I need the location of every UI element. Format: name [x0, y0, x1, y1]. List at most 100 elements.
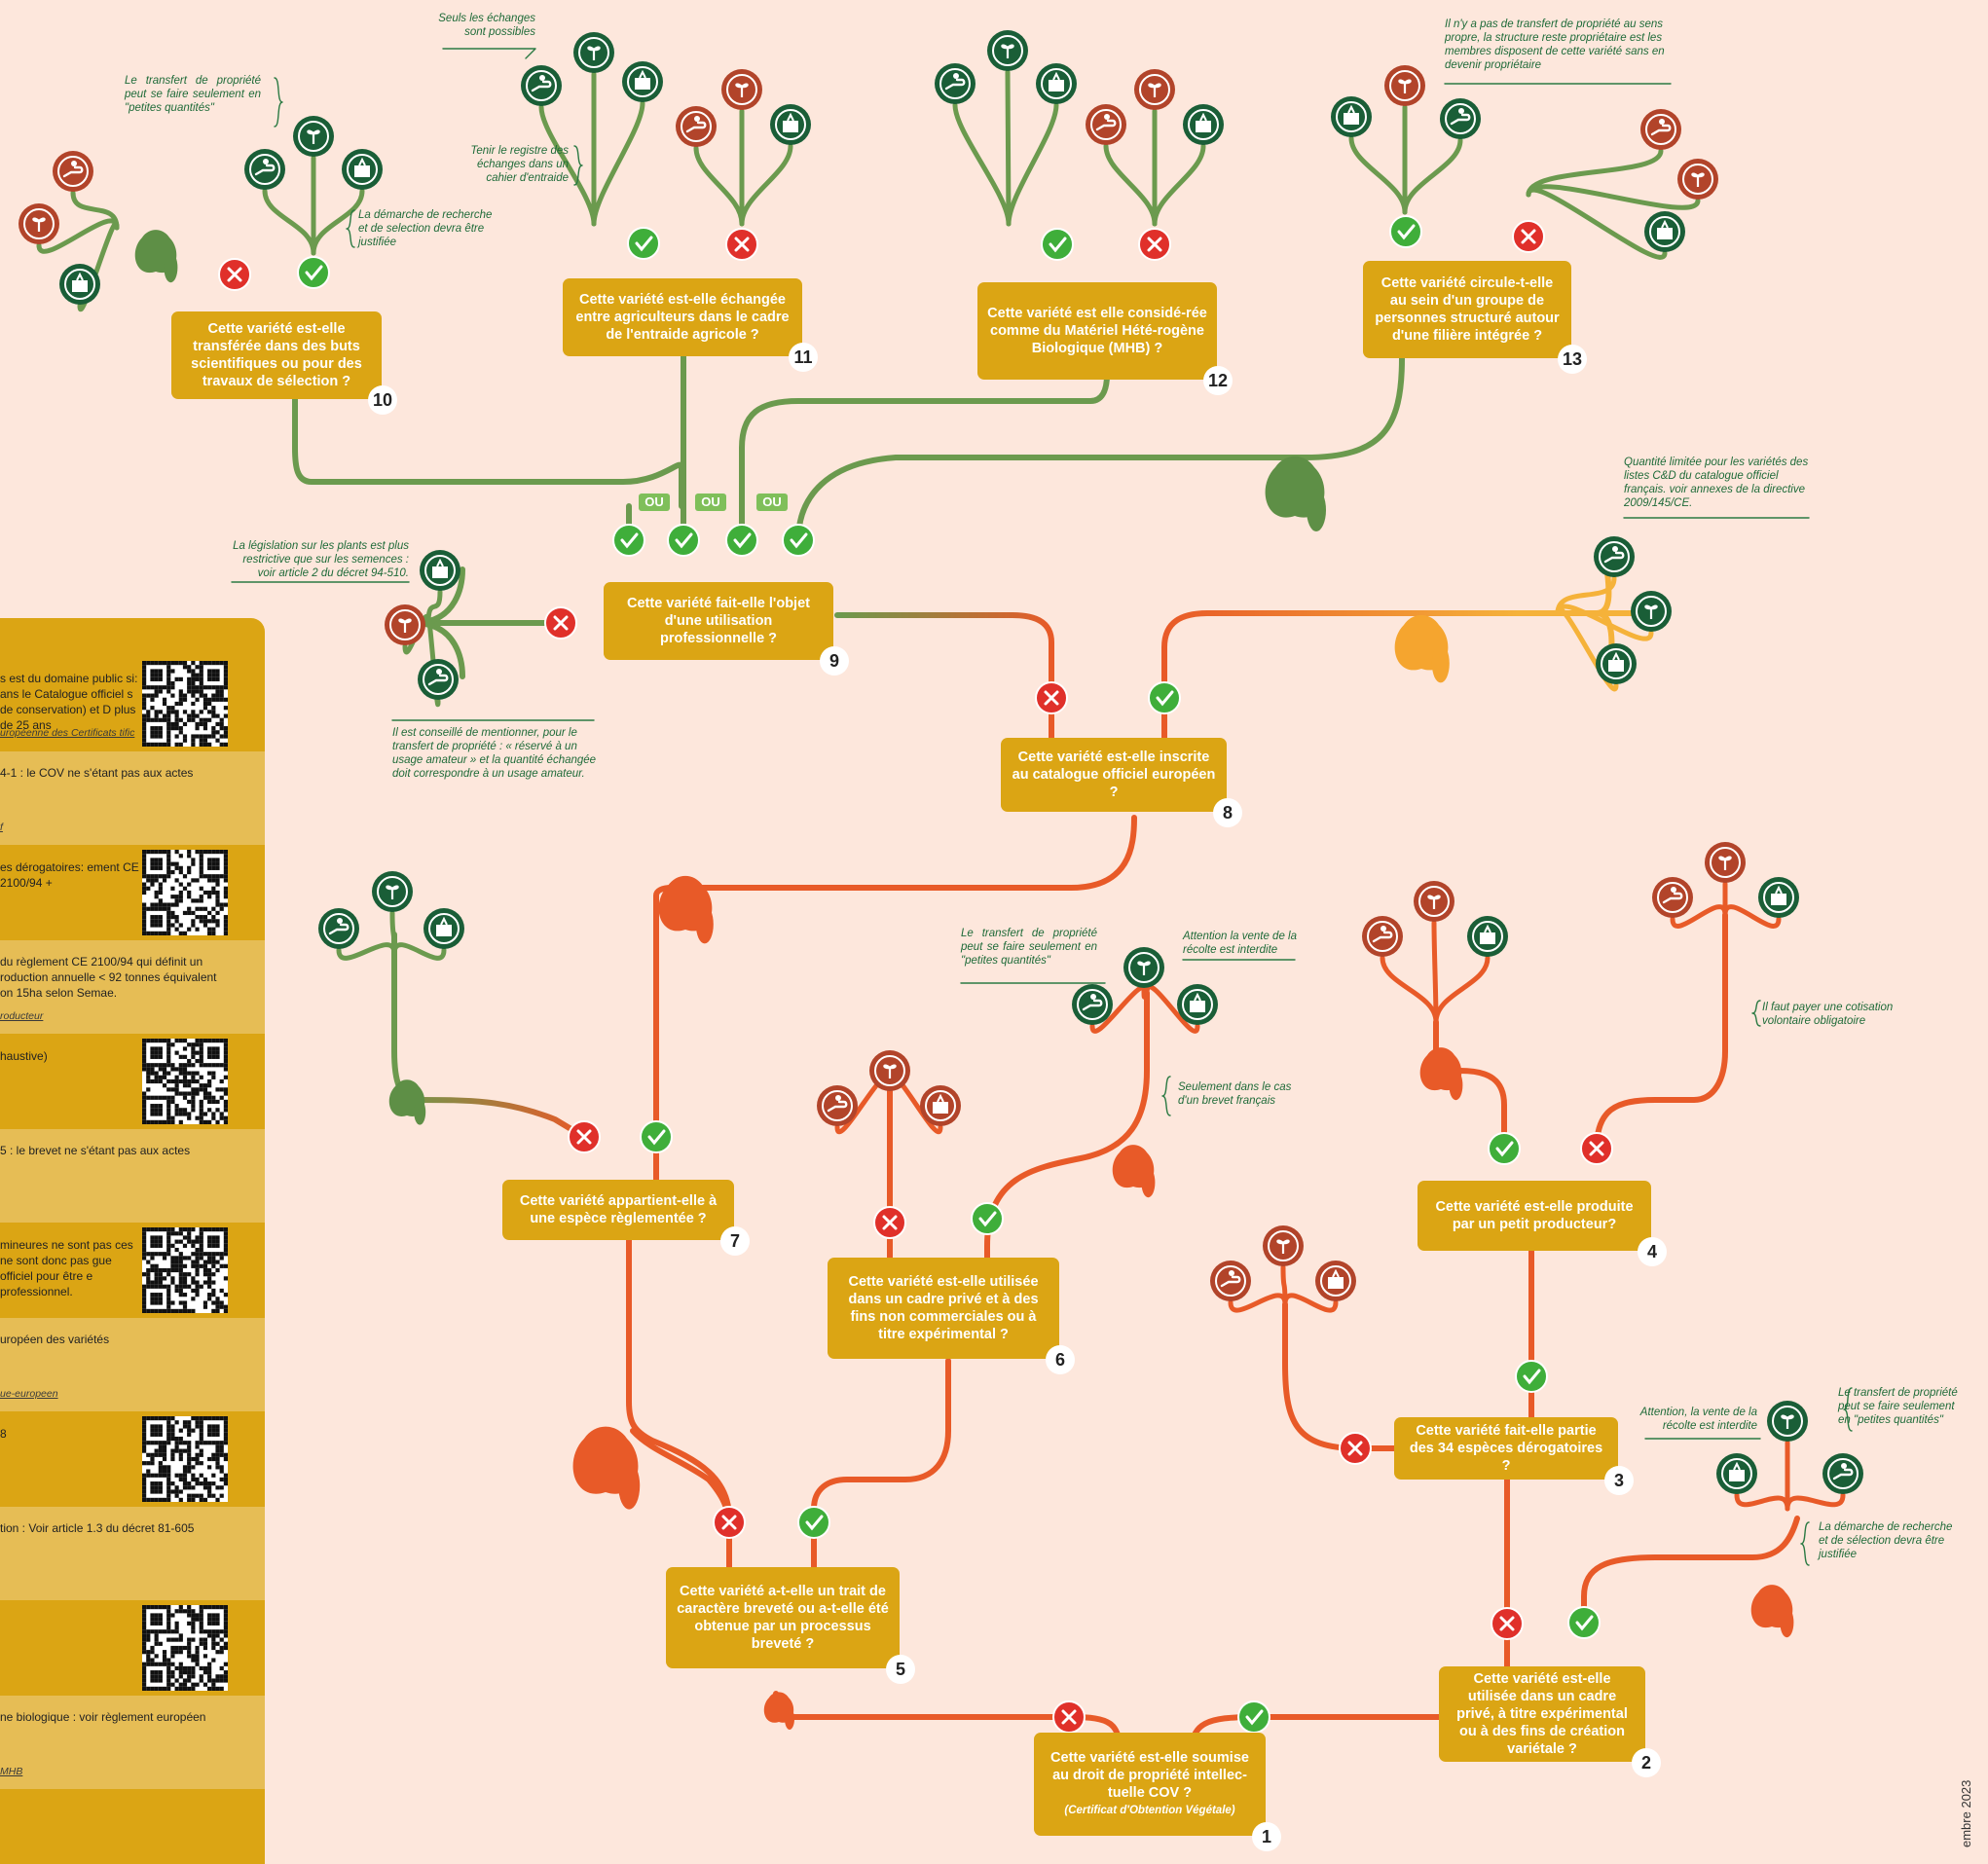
link-q9-q12 [739, 372, 1110, 543]
check-icon [1515, 1360, 1548, 1393]
tree-q13-yes-branch [1348, 135, 1408, 215]
cross-icon [725, 228, 758, 261]
question-box-8: Cette variété est-elle inscrite au catal… [1001, 738, 1242, 827]
tree-q11-no-branch [693, 145, 745, 227]
tree-q10-no-branch [36, 218, 120, 254]
give-hand-icon [1640, 109, 1681, 150]
question-text: Cette variété fait-elle partie des 34 es… [1409, 1423, 1603, 1474]
box-icon [1644, 211, 1685, 252]
qr-code[interactable] [142, 1605, 228, 1691]
tree-q11-no-branch [739, 143, 793, 227]
note-research-justified-10: La démarche de recherche et de selection… [358, 209, 493, 248]
question-box-3: Cette variété fait-elle partie des 34 es… [1394, 1417, 1634, 1495]
question-text: Cette variété est-elle soumise au droit … [1050, 1750, 1249, 1801]
reference-row: mineures ne sont pas ces ne sont donc pa… [0, 1224, 265, 1317]
reference-text: 5 : le brevet ne s'étant pas aux actes [0, 1144, 191, 1157]
box-icon [1758, 877, 1799, 918]
tree-q3-no-branch [1282, 1293, 1339, 1313]
question-number: 2 [1632, 1748, 1661, 1777]
qr-code[interactable] [142, 661, 228, 747]
reference-link[interactable]: uropéenne des Certificats tific [0, 727, 135, 739]
reference-row: 4-1 : le COV ne s'étant pas aux actes f [0, 751, 265, 845]
note-french-patent: Seulement dans le cas d'un brevet frança… [1178, 1081, 1292, 1107]
tree-q12-yes-branch [952, 102, 1012, 227]
squash-decoration [763, 1692, 794, 1730]
give-hand-icon [53, 151, 93, 192]
box-icon [1467, 916, 1508, 957]
seedling-icon [1677, 159, 1718, 200]
tree-q10-yes-branch [311, 188, 365, 256]
seedling-icon [1134, 69, 1175, 110]
question-text: Cette variété est-elle utilisée dans un … [1456, 1671, 1628, 1757]
qr-code[interactable] [142, 850, 228, 935]
seedling-icon [293, 116, 334, 157]
tree-q6-yes-branch [1144, 984, 1200, 1034]
reference-row: 5 : le brevet ne s'étant pas aux actes [0, 1129, 265, 1223]
seedling-icon [1705, 842, 1746, 883]
question-number: 6 [1046, 1345, 1075, 1374]
question-subtext: (Certificat d'Obtention Végétale) [1064, 1805, 1235, 1816]
tree-q4-yes-branch [1433, 955, 1491, 1025]
cross-icon [1512, 220, 1545, 253]
reference-link[interactable]: f [0, 822, 3, 833]
seedling-icon [1384, 65, 1425, 106]
seedling-icon [1123, 947, 1164, 988]
squash-decoration [1750, 1585, 1794, 1638]
reference-link[interactable]: MHB [0, 1766, 23, 1777]
box-icon [1331, 96, 1372, 137]
question-box-5: Cette variété a-t-elle un trait de carac… [666, 1567, 915, 1684]
squash-decoration [388, 1079, 426, 1125]
question-number: 10 [368, 385, 397, 415]
question-number: 3 [1604, 1466, 1634, 1495]
qr-code[interactable] [142, 1039, 228, 1124]
ou-label-2: OU [695, 493, 726, 511]
link-q7-no [391, 932, 587, 1140]
squash-decoration [1394, 614, 1450, 683]
question-box-6: Cette variété est-elle utilisée dans un … [828, 1258, 1075, 1374]
seedling-icon [1767, 1401, 1808, 1442]
tree-q12-yes-branch [1005, 69, 1012, 227]
note-harvest-sale-6: Attention la vente de la récolte est int… [1183, 931, 1297, 956]
squash-decoration [572, 1426, 641, 1510]
question-text: Cette variété est-elle transférée dans d… [191, 321, 362, 389]
tree-q13-yes-branch [1402, 137, 1463, 215]
tree-q2-yes-branch [1734, 1492, 1790, 1512]
cross-icon [873, 1206, 906, 1239]
question-text: Cette variété est-elle inscrite au catal… [1012, 749, 1216, 800]
reference-link[interactable]: ue-europeen [0, 1388, 58, 1400]
check-icon [1389, 215, 1422, 248]
reference-text: 8 [0, 1427, 7, 1441]
check-icon [627, 227, 660, 260]
note-brace [274, 77, 283, 128]
reference-row [0, 1601, 265, 1695]
reference-row: s est du domaine public si: ans le Catal… [0, 657, 265, 750]
link-q3-no [1282, 1301, 1399, 1451]
seedling-icon [1631, 591, 1672, 632]
give-hand-icon [244, 149, 285, 190]
question-text: Cette variété circule-t-elle au sein d'u… [1375, 275, 1560, 344]
footer-date: embre 2023 [1959, 1779, 1973, 1847]
note-underline-1 [442, 48, 536, 59]
note-brace [573, 145, 583, 186]
qr-code[interactable] [142, 1227, 228, 1313]
tree-q10-yes-branch [262, 188, 316, 256]
link-q9-q13 [795, 355, 1405, 543]
tree-q13-no-branch [1526, 187, 1668, 260]
tree-q12-no-branch [1103, 143, 1158, 227]
check-icon [1237, 1700, 1270, 1734]
question-box-11: Cette variété est-elle échangée entre ag… [563, 278, 818, 372]
cross-icon [218, 258, 251, 291]
box-icon [1177, 984, 1218, 1025]
link-q5-yes [811, 1360, 951, 1574]
question-number: 7 [720, 1226, 750, 1256]
qr-code[interactable] [142, 1416, 228, 1502]
reference-text: 4-1 : le COV ne s'étant pas aux actes [0, 766, 194, 780]
give-hand-icon [1210, 1261, 1251, 1301]
reference-link[interactable]: roducteur [0, 1010, 44, 1022]
box-icon [342, 149, 383, 190]
box-icon [1183, 104, 1224, 145]
note-small-quantities-10: Le transfert de propriété peut se faire … [125, 75, 261, 114]
give-hand-icon [1440, 98, 1481, 139]
question-box-12: Cette variété est elle considé-rée comme… [977, 282, 1233, 395]
